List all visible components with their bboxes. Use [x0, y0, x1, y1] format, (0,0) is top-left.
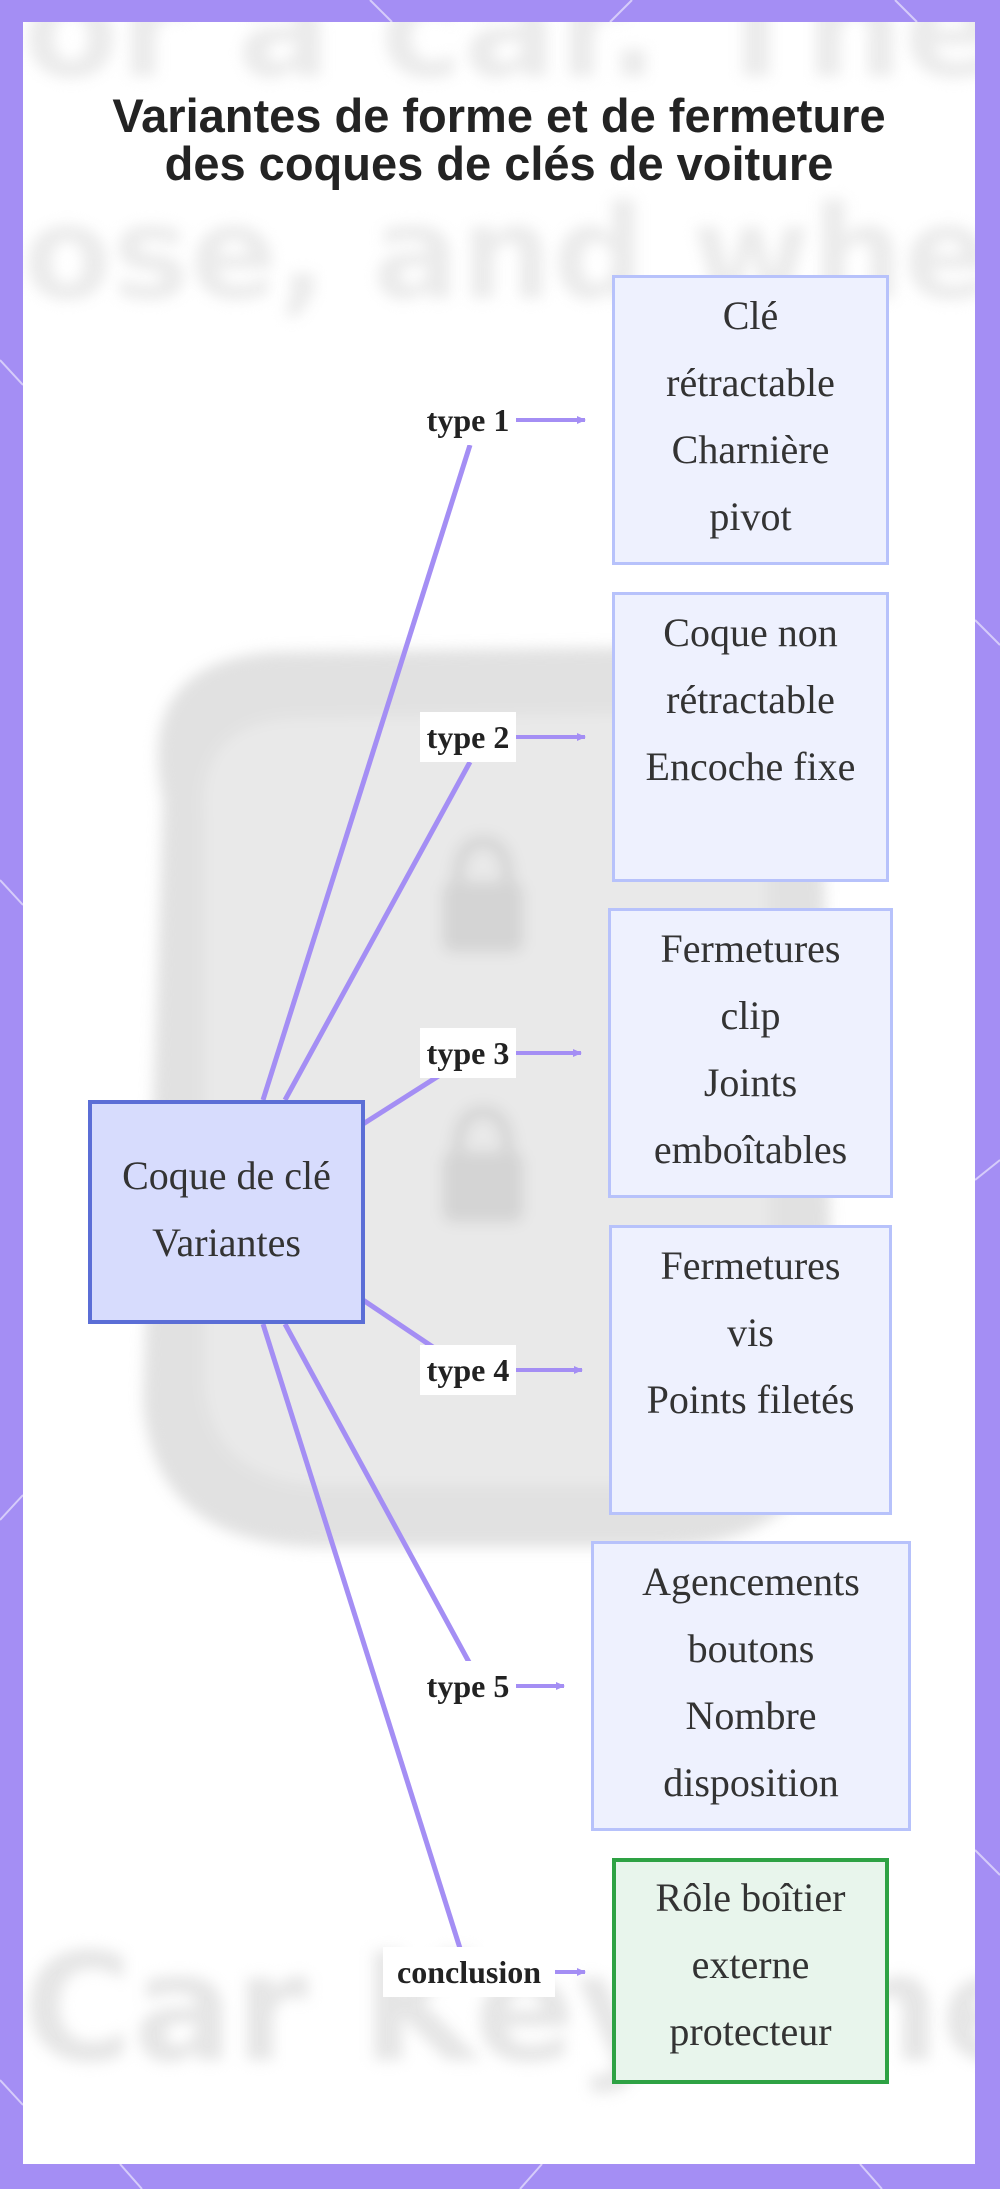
conclusion-node: Rôle boîtier externe protecteur — [612, 1858, 889, 2084]
branch-5-line-4: disposition — [663, 1760, 839, 1805]
branch-1-line-3: Charnière — [671, 427, 830, 472]
branch-5-line-2: boutons — [687, 1626, 815, 1671]
branch-2-line-1: Coque non — [663, 610, 838, 655]
background-text-top: or a car. The — [23, 22, 975, 110]
branch-1-line-4: pivot — [709, 494, 792, 539]
edge-label-type-4: type 4 — [420, 1345, 516, 1395]
branch-1-line-2: rétractable — [666, 360, 835, 405]
branch-4-line-1: Fermetures — [660, 1243, 841, 1288]
conclusion-line-3: protecteur — [669, 2009, 832, 2054]
diagram-card: or a car. The ose, and when re Car Key S… — [23, 22, 975, 2164]
branch-node-type-1: Clé rétractable Charnière pivot — [612, 275, 889, 565]
connector-type-2 — [282, 760, 473, 1102]
conclusion-line-1: Rôle boîtier — [655, 1875, 846, 1920]
branch-4-line-2: vis — [727, 1310, 774, 1355]
branch-node-type-2: Coque non rétractable Encoche fixe — [612, 592, 889, 882]
connector-type-5 — [282, 1322, 473, 1666]
connector-conclusion — [260, 1323, 473, 1981]
branch-node-type-5: Agencements boutons Nombre disposition — [591, 1541, 911, 1831]
branch-1-line-1: Clé — [722, 293, 779, 338]
branch-3-line-2: clip — [720, 993, 781, 1038]
branch-node-type-4: Fermetures vis Points filetés — [609, 1225, 892, 1515]
conclusion-line-2: externe — [691, 1942, 810, 1987]
edge-label-type-2: type 2 — [420, 712, 516, 762]
edge-label-conclusion: conclusion — [383, 1947, 555, 1997]
connector-type-1 — [260, 444, 473, 1101]
edge-label-type-5: type 5 — [420, 1661, 516, 1711]
edge-label-type-3: type 3 — [420, 1028, 516, 1078]
branch-3-line-1: Fermetures — [660, 926, 841, 971]
branch-2-line-2: rétractable — [666, 677, 835, 722]
title-line-1: Variantes de forme et de fermeture — [112, 89, 886, 142]
diagram-title: Variantes de forme et de fermeture des c… — [23, 92, 975, 188]
branch-5-line-1: Agencements — [642, 1559, 860, 1604]
center-line-2: Variantes — [152, 1220, 301, 1265]
center-line-1: Coque de clé — [122, 1153, 331, 1198]
branch-3-line-4: emboîtables — [653, 1127, 848, 1172]
branch-4-line-3: Points filetés — [646, 1377, 855, 1422]
center-node: Coque de clé Variantes — [88, 1100, 365, 1324]
branch-2-line-3: Encoche fixe — [645, 744, 856, 789]
branch-5-line-3: Nombre — [685, 1693, 817, 1738]
edge-label-type-1: type 1 — [420, 395, 516, 445]
branch-3-line-3: Joints — [703, 1060, 798, 1105]
title-line-2: des coques de clés de voiture — [164, 137, 834, 190]
branch-node-type-3: Fermetures clip Joints emboîtables — [608, 908, 893, 1198]
